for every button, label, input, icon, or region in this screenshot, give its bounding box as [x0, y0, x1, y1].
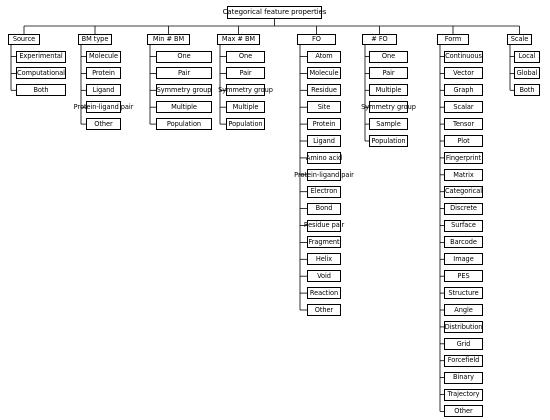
category-item-fo: Molecule — [307, 67, 341, 80]
category-item-num_fo: Population — [369, 135, 408, 147]
category-item-scale: Both — [514, 84, 540, 97]
category-item-source: Both — [16, 84, 66, 97]
category-item-max_bm: Pair — [226, 67, 265, 80]
category-item-min_bm: Pair — [156, 67, 212, 80]
category-item-form: PES — [444, 270, 483, 283]
category-item-form: Other — [444, 405, 483, 418]
category-item-max_bm: Symmetry group — [218, 84, 273, 97]
category-item-bm_type: Protein-ligand pair — [74, 101, 133, 114]
category-item-bm_type: Molecule — [86, 50, 121, 63]
category-header-scale: Scale — [507, 34, 532, 45]
category-item-form: Scalar — [444, 101, 483, 114]
category-item-form: Surface — [444, 219, 483, 232]
category-item-form: Tensor — [444, 118, 483, 131]
category-header-source: Source — [8, 34, 40, 45]
category-header-min_bm: Min # BM — [147, 34, 190, 45]
category-item-fo: Helix — [307, 253, 341, 266]
category-item-min_bm: Population — [156, 118, 212, 131]
category-header-bm_type: BM type — [78, 34, 112, 45]
category-item-fo: Other — [307, 304, 341, 316]
category-item-form: Barcode — [444, 236, 483, 249]
category-item-form: Plot — [444, 135, 483, 147]
category-item-min_bm: One — [156, 50, 212, 63]
category-item-fo: Electron — [307, 185, 341, 198]
category-item-min_bm: Multiple — [156, 101, 212, 114]
category-item-source: Computational — [16, 67, 66, 80]
category-item-num_fo: One — [369, 50, 408, 63]
category-header-form: Form — [437, 34, 469, 45]
category-item-form: Discrete — [444, 202, 483, 215]
category-item-fo: Bond — [307, 202, 341, 215]
category-item-form: Continuous — [444, 50, 483, 63]
category-item-scale: Local — [514, 50, 540, 63]
category-item-form: Distribution — [444, 320, 483, 333]
category-item-source: Experimental — [16, 50, 66, 63]
category-item-form: Vector — [444, 67, 483, 80]
category-item-min_bm: Symmetry group — [156, 84, 212, 97]
category-item-form: Forcefield — [444, 354, 483, 367]
category-item-fo: Protein — [307, 118, 341, 131]
category-item-num_fo: Sample — [369, 118, 408, 131]
category-item-fo: Residue — [307, 84, 341, 97]
category-item-bm_type: Ligand — [86, 84, 121, 97]
category-item-fo: Atom — [307, 50, 341, 63]
category-header-max_bm: Max # BM — [217, 34, 260, 45]
category-item-form: Trajectory — [444, 388, 483, 401]
category-item-form: Structure — [444, 287, 483, 300]
category-item-num_fo: Symmetry group — [361, 101, 416, 114]
root-node: Categorical feature properties — [223, 6, 326, 19]
category-item-form: Image — [444, 253, 483, 266]
category-item-scale: Global — [514, 67, 540, 80]
category-item-fo: Fragment — [307, 236, 341, 249]
category-item-form: Angle — [444, 304, 483, 316]
category-item-form: Graph — [444, 84, 483, 97]
category-header-num_fo: # FO — [362, 34, 397, 45]
category-item-bm_type: Other — [86, 118, 121, 131]
category-item-fo: Amino acid — [306, 151, 342, 164]
category-item-max_bm: Population — [226, 118, 265, 131]
category-item-fo: Site — [307, 101, 341, 114]
category-item-fo: Void — [307, 270, 341, 283]
category-item-form: Matrix — [444, 168, 483, 181]
category-item-form: Grid — [444, 337, 483, 350]
category-item-fo: Ligand — [307, 135, 341, 147]
category-item-max_bm: Multiple — [226, 101, 265, 114]
category-item-fo: Reaction — [307, 287, 341, 300]
category-item-fo: Residue pair — [304, 219, 344, 232]
category-item-max_bm: One — [226, 50, 265, 63]
category-item-num_fo: Multiple — [369, 84, 408, 97]
category-item-num_fo: Pair — [369, 67, 408, 80]
category-item-form: Fingerprint — [444, 151, 483, 164]
category-item-bm_type: Protein — [86, 67, 121, 80]
category-item-form: Binary — [444, 371, 483, 384]
category-header-fo: FO — [297, 34, 336, 45]
category-item-fo: Protein-ligand pair — [294, 168, 354, 181]
category-item-form: Categorical — [444, 185, 483, 198]
